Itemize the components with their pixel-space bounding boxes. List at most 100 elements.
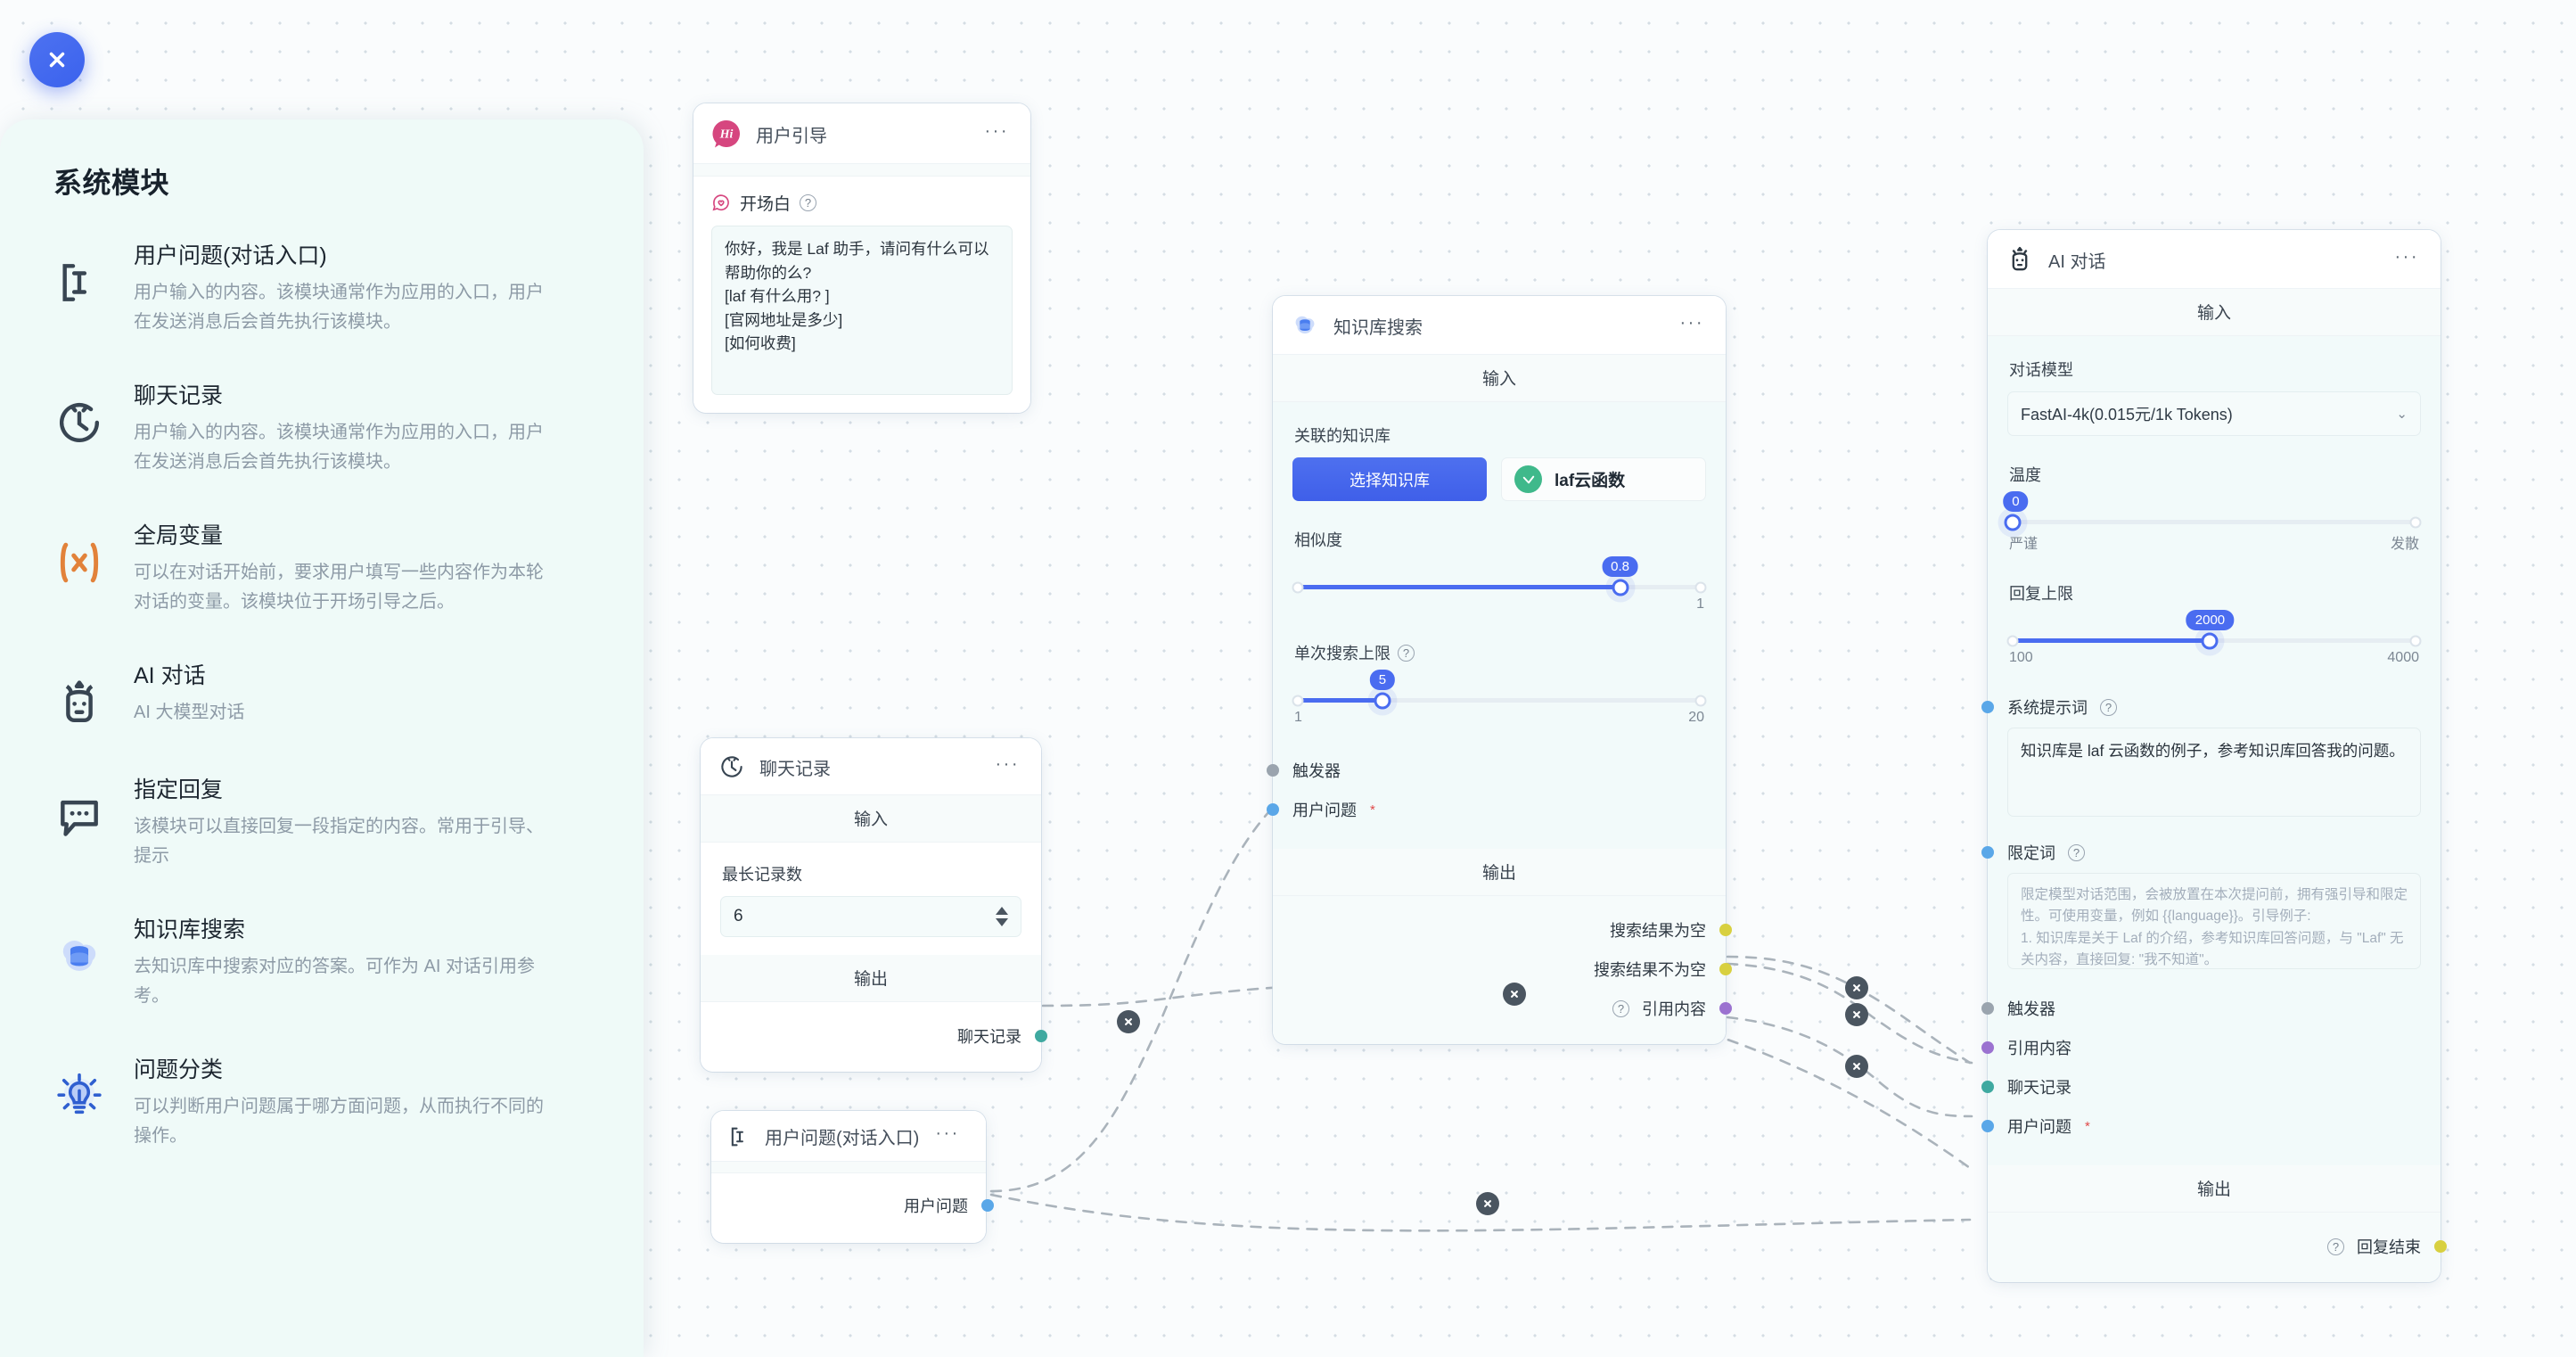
number-spinner[interactable] (996, 907, 1008, 926)
output-handle[interactable] (981, 1199, 994, 1212)
module-item-user-question[interactable]: 用户问题(对话入口) 用户输入的内容。该模块通常作为应用的入口，用户在发送消息后… (52, 243, 595, 336)
max-tokens-slider[interactable]: 2000 100 4000 (2006, 610, 2422, 671)
temperature-label: 温度 (2009, 466, 2041, 484)
help-icon[interactable]: ? (2327, 1238, 2344, 1255)
node-header[interactable]: 知识库搜索 ··· (1273, 296, 1726, 355)
node-menu-button[interactable]: ··· (935, 1123, 960, 1143)
node-menu-button[interactable]: ··· (984, 120, 1009, 141)
slider-track[interactable]: 0.8 (1292, 556, 1707, 596)
node-menu-button[interactable]: ··· (1679, 312, 1704, 333)
help-icon[interactable]: ? (2100, 698, 2117, 716)
output-row-reply-end: ? 回复结束 (2007, 1227, 2447, 1266)
slider-value-bubble: 0 (2003, 491, 2029, 512)
module-name: 用户问题(对话入口) (134, 243, 327, 268)
slider-value-bubble: 2000 (2186, 610, 2235, 630)
output-handle[interactable] (1719, 924, 1732, 936)
robot-icon (52, 675, 107, 730)
module-desc: 可以在对话开始前，要求用户填写一些内容作为本轮对话的变量。该模块位于开场引导之后… (134, 563, 544, 612)
select-kb-button[interactable]: 选择知识库 (1292, 457, 1487, 501)
node-header[interactable]: 聊天记录 ··· (701, 738, 1041, 795)
edge-delete-button[interactable] (1503, 983, 1526, 1006)
temperature-slider[interactable]: 0 严谨 发散 (2003, 491, 2422, 558)
module-desc: 用户输入的内容。该模块通常作为应用的入口，用户在发送消息后会首先执行该模块。 (134, 423, 544, 472)
edge-delete-button[interactable] (1845, 1003, 1868, 1026)
spinner-up-icon[interactable] (996, 907, 1008, 915)
opening-statement-textarea[interactable]: 你好，我是 Laf 助手，请问有什么可以帮助你的么? [laf 有什么用? ] … (711, 226, 1013, 395)
node-menu-button[interactable]: ··· (995, 753, 1020, 774)
max-records-input[interactable]: 6 (720, 896, 1021, 937)
slider-knob[interactable] (2004, 514, 2022, 530)
close-icon (1853, 984, 1860, 991)
slider-track[interactable]: 0 (2003, 491, 2422, 530)
panel-title: 系统模块 (53, 167, 170, 199)
limit-prompt-textarea[interactable]: 限定模型对话范围，会被放置在本次提问前，拥有强引导和限定性。可使用变量，例如 {… (2007, 873, 2421, 969)
slider-knob[interactable] (1374, 692, 1391, 709)
close-panel-button[interactable] (29, 32, 85, 87)
output-handle[interactable] (1719, 963, 1732, 975)
slider-knob[interactable] (2201, 632, 2219, 649)
input-row-trigger: 触发器 (1267, 751, 1706, 790)
input-handle[interactable] (1981, 846, 1994, 859)
input-label: 引用内容 (2007, 1040, 2071, 1057)
input-handle[interactable] (1267, 803, 1279, 816)
edge-delete-button[interactable] (1845, 976, 1868, 999)
model-select[interactable]: FastAI-4k(0.015元/1k Tokens) ⌄ (2007, 391, 2421, 436)
edge-delete-button[interactable] (1476, 1192, 1499, 1215)
output-label: 引用内容 (1642, 1000, 1706, 1018)
slider-filled (1298, 698, 1382, 703)
help-icon[interactable]: ? (2068, 843, 2085, 861)
chevron-down-icon: ⌄ (2396, 407, 2408, 422)
kb-chip-laf[interactable]: laf云函数 (1501, 457, 1706, 501)
node-user-guide[interactable]: Hi 用户引导 ··· 开场白 ? 你好，我是 Laf 助手，请问有什么可以帮助… (693, 103, 1030, 413)
similarity-slider[interactable]: 0.8 1 (1292, 556, 1707, 618)
input-handle[interactable] (1981, 1120, 1994, 1132)
help-icon[interactable]: ? (1612, 999, 1629, 1017)
module-desc: AI 大模型对话 (134, 703, 245, 723)
topk-slider[interactable]: 5 1 20 (1292, 670, 1707, 731)
module-item-question-classify[interactable]: 问题分类 可以判断用户问题属于哪方面问题，从而执行不同的操作。 (52, 1057, 595, 1150)
slider-knob[interactable] (1612, 579, 1629, 596)
module-item-global-variable[interactable]: 全局变量 可以在对话开始前，要求用户填写一些内容作为本轮对话的变量。该模块位于开… (52, 522, 595, 616)
input-row-quote-content: 引用内容 (1981, 1028, 2421, 1067)
input-handle[interactable] (1267, 764, 1279, 777)
output-label: 回复结束 (2357, 1238, 2421, 1256)
output-row-nonempty-result: 搜索结果不为空 (1292, 950, 1732, 989)
input-label: 触发器 (1292, 762, 1341, 780)
module-name: 全局变量 (134, 523, 224, 549)
close-icon (1853, 1011, 1860, 1018)
input-handle[interactable] (1981, 701, 1994, 713)
node-menu-button[interactable]: ··· (2394, 246, 2419, 267)
help-icon[interactable]: ? (800, 194, 817, 211)
system-prompt-textarea[interactable]: 知识库是 laf 云函数的例子，参考知识库回答我的问题。 (2007, 728, 2421, 817)
node-header[interactable]: Hi 用户引导 ··· (693, 103, 1030, 164)
node-kb-search[interactable]: 知识库搜索 ··· 输入 关联的知识库 选择知识库 laf云函数 相似度 (1267, 296, 1732, 1044)
input-row-system-prompt: 系统提示词 ? (1981, 687, 2421, 720)
edge-delete-button[interactable] (1845, 1055, 1868, 1078)
input-band: 输入 (1988, 289, 2441, 336)
node-divider-band (711, 1162, 986, 1173)
output-handle[interactable] (2434, 1240, 2447, 1253)
slider-track[interactable]: 5 (1292, 670, 1707, 709)
max-tokens-label: 回复上限 (2009, 585, 2073, 603)
node-header[interactable]: AI 对话 ··· (1988, 230, 2441, 289)
slider-track[interactable]: 2000 (2006, 610, 2422, 649)
module-item-ai-chat[interactable]: AI 对话 AI 大模型对话 (52, 662, 595, 730)
input-handle[interactable] (1981, 1041, 1994, 1054)
node-title: 知识库搜索 (1333, 317, 1423, 338)
node-user-question[interactable]: 用户问题(对话入口) ··· 用户问题 (711, 1111, 994, 1243)
help-icon[interactable]: ? (1398, 644, 1415, 662)
input-handle[interactable] (1981, 1002, 1994, 1015)
edge-delete-button[interactable] (1117, 1010, 1140, 1033)
module-item-chat-history[interactable]: 聊天记录 用户输入的内容。该模块通常作为应用的入口，用户在发送消息后会首先执行该… (52, 382, 595, 476)
module-name: 知识库搜索 (134, 917, 246, 943)
node-header[interactable]: 用户问题(对话入口) ··· (711, 1111, 986, 1162)
spinner-down-icon[interactable] (996, 918, 1008, 926)
output-handle[interactable] (1035, 1030, 1047, 1042)
input-handle[interactable] (1981, 1081, 1994, 1093)
module-item-specified-reply[interactable]: 指定回复 该模块可以直接回复一段指定的内容。常用于引导、提示 (52, 777, 595, 870)
module-item-kb-search[interactable]: 知识库搜索 去知识库中搜索对应的答案。可作为 AI 对话引用参考。 (52, 917, 595, 1010)
node-chat-history[interactable]: 聊天记录 ··· 输入 最长记录数 6 输出 聊天记录 (701, 738, 1047, 1072)
node-ai-chat[interactable]: AI 对话 ··· 输入 对话模型 FastAI-4k(0.015元/1k To… (1981, 230, 2447, 1282)
output-handle[interactable] (1719, 1002, 1732, 1015)
